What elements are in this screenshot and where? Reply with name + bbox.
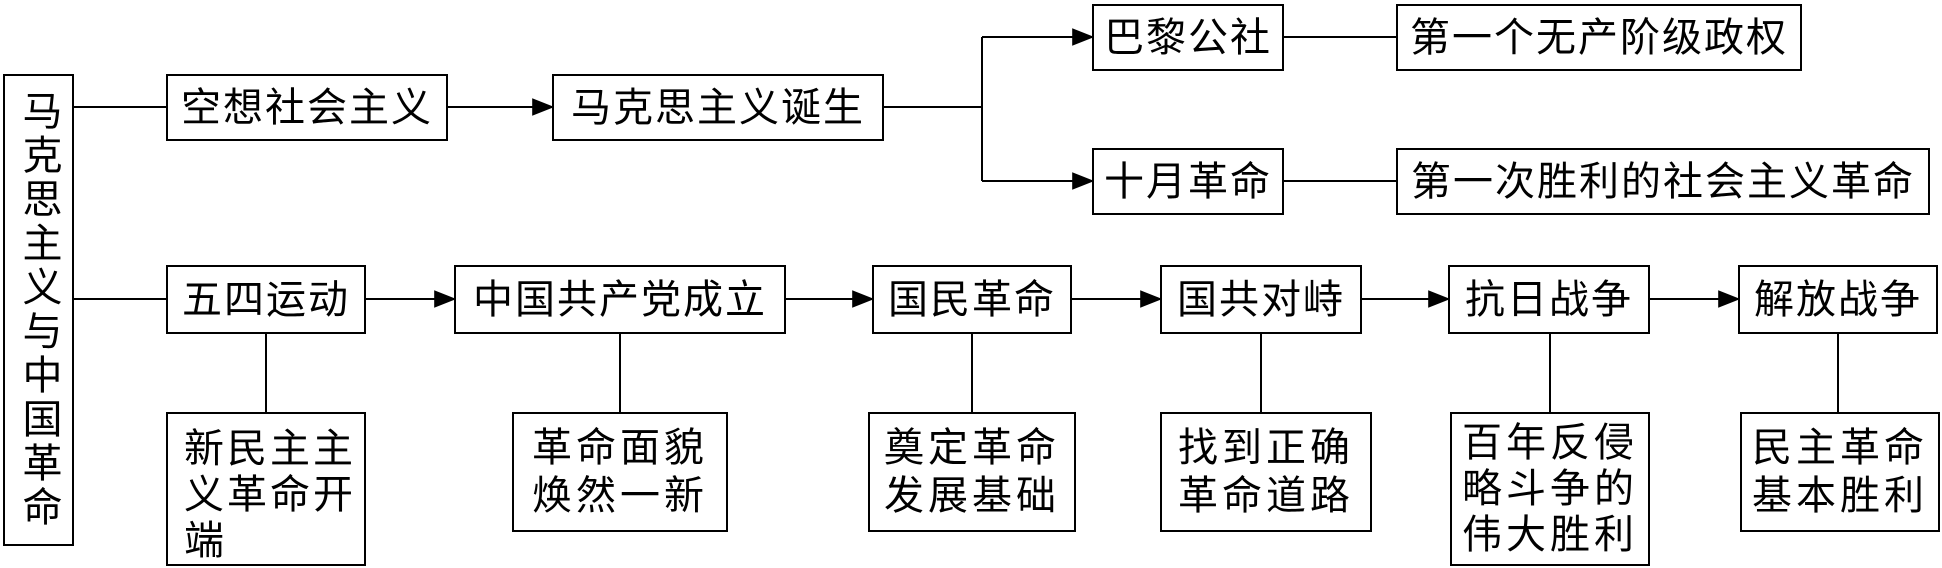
stage-may-fourth: 五四运动 bbox=[166, 265, 366, 334]
paris-commune-label: 巴黎公社 bbox=[1104, 14, 1272, 61]
note-kmt-cpc-confrontation: 找到正确革命道路 bbox=[1160, 412, 1372, 532]
root-label: 马克思主义与中国革命 bbox=[15, 90, 62, 530]
stage-note: 民主革命基本胜利 bbox=[1752, 425, 1928, 519]
note-anti-japanese-war: 百年反侵略斗争的伟大胜利 bbox=[1450, 412, 1650, 566]
node-paris-commune: 巴黎公社 bbox=[1092, 4, 1284, 71]
stage-label: 解放战争 bbox=[1754, 276, 1922, 323]
note-october-revolution: 第一次胜利的社会主义革命 bbox=[1396, 148, 1930, 215]
stage-label: 抗日战争 bbox=[1465, 276, 1633, 323]
note-cpc-founding: 革命面貌焕然一新 bbox=[512, 412, 728, 532]
marxism-birth-label: 马克思主义诞生 bbox=[571, 84, 865, 131]
node-october-revolution: 十月革命 bbox=[1092, 148, 1284, 215]
october-revolution-note: 第一次胜利的社会主义革命 bbox=[1411, 158, 1915, 205]
utopian-socialism-label: 空想社会主义 bbox=[181, 84, 433, 131]
stage-kmt-cpc-confrontation: 国共对峙 bbox=[1160, 265, 1362, 334]
stage-note: 革命面貌焕然一新 bbox=[532, 425, 708, 519]
stage-note: 奠定革命发展基础 bbox=[884, 425, 1060, 519]
node-marxism-birth: 马克思主义诞生 bbox=[552, 74, 884, 141]
stage-label: 中国共产党成立 bbox=[473, 276, 767, 323]
stage-note: 百年反侵略斗争的伟大胜利 bbox=[1462, 420, 1638, 558]
node-utopian-socialism: 空想社会主义 bbox=[166, 74, 448, 141]
stage-cpc-founding: 中国共产党成立 bbox=[454, 265, 786, 334]
note-paris-commune: 第一个无产阶级政权 bbox=[1396, 4, 1802, 71]
stage-label: 国共对峙 bbox=[1177, 276, 1345, 323]
paris-commune-note: 第一个无产阶级政权 bbox=[1410, 14, 1788, 61]
root-node: 马克思主义与中国革命 bbox=[3, 74, 74, 546]
note-liberation-war: 民主革命基本胜利 bbox=[1740, 412, 1940, 532]
stage-liberation-war: 解放战争 bbox=[1738, 265, 1938, 334]
stage-label: 国民革命 bbox=[888, 276, 1056, 323]
note-may-fourth: 新民主主义革命开端 bbox=[166, 412, 366, 566]
stage-anti-japanese-war: 抗日战争 bbox=[1448, 265, 1650, 334]
stage-national-revolution: 国民革命 bbox=[872, 265, 1072, 334]
stage-label: 五四运动 bbox=[182, 276, 350, 323]
stage-note: 找到正确革命道路 bbox=[1178, 425, 1354, 519]
note-national-revolution: 奠定革命发展基础 bbox=[868, 412, 1076, 532]
stage-note: 新民主主义革命开端 bbox=[184, 426, 356, 564]
october-revolution-label: 十月革命 bbox=[1104, 158, 1272, 205]
